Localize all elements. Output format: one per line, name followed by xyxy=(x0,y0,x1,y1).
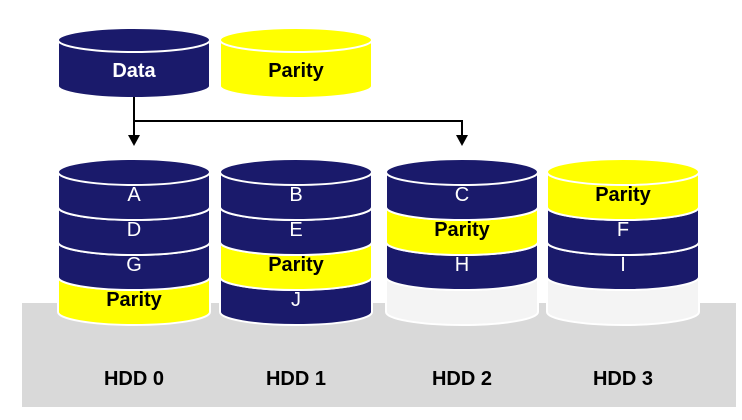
drive-1-name: HDD 1 xyxy=(266,368,326,390)
drive-2-block-0 xyxy=(385,158,539,221)
legend: Data Parity xyxy=(57,27,373,99)
legend-data-label: Data xyxy=(112,60,156,82)
drive-2-block-2-label: H xyxy=(455,254,469,276)
legend-parity-cylinder xyxy=(219,27,373,99)
drive-2-block-0-label: C xyxy=(455,184,469,206)
drive-0-block-2-label: G xyxy=(126,254,142,276)
drive-1-block-0-label: B xyxy=(289,184,302,206)
drive-0-block-0-label: A xyxy=(127,184,141,206)
drive-2-name: HDD 2 xyxy=(432,368,492,390)
drive-0-block-1-label: D xyxy=(127,219,141,241)
legend-parity-label: Parity xyxy=(268,60,324,82)
drive-2-block-1-label: Parity xyxy=(434,219,490,241)
drive-0-block-0 xyxy=(57,158,211,221)
drive-3-block-0 xyxy=(546,158,700,221)
legend-data-cylinder xyxy=(57,27,211,99)
drive-0-name: HDD 0 xyxy=(104,368,164,390)
drive-0-block-3-label: Parity xyxy=(106,289,162,311)
distribution-arrows xyxy=(128,97,468,146)
drive-3-name: HDD 3 xyxy=(593,368,653,390)
drive-3-block-1-label: F xyxy=(617,219,629,241)
drive-1-block-0 xyxy=(219,158,373,221)
drive-1-block-2-label: Parity xyxy=(268,254,324,276)
drive-1-block-3-label: J xyxy=(291,289,301,311)
drive-3-block-2-label: I xyxy=(620,254,626,276)
arrowhead-left xyxy=(128,135,140,146)
drive-3-block-0-label: Parity xyxy=(595,184,651,206)
arrowhead-right xyxy=(456,135,468,146)
drive-1-block-1-label: E xyxy=(289,219,302,241)
